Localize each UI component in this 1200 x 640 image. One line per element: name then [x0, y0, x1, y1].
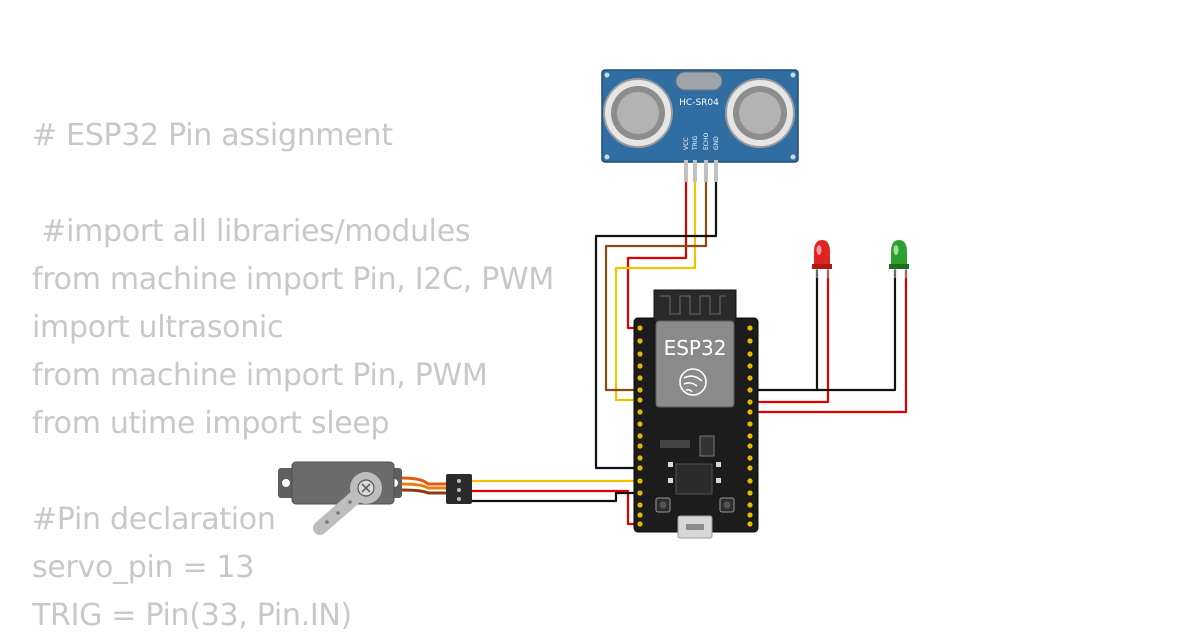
crystal-icon — [675, 71, 723, 91]
led-green[interactable] — [889, 240, 909, 278]
sensor-pin-trig-label: TRIG — [692, 135, 699, 151]
wire-vcc — [626, 160, 688, 330]
wire-servo-gnd — [472, 491, 640, 503]
sensor-pin-vcc-label: VCC — [683, 138, 690, 150]
code-editor[interactable]: # ESP32 Pin assignment #import all libra… — [32, 112, 592, 640]
esp32-board[interactable]: ESP32 — [633, 289, 759, 539]
transducer-right-icon — [725, 78, 795, 148]
transducer-left-icon — [603, 78, 673, 148]
wire-servo-power — [472, 489, 640, 526]
voltage-regulator — [699, 435, 715, 457]
wire-echo — [604, 160, 708, 392]
ultrasonic-sensor[interactable]: HC-SR04 VCC TRIG ECHO GND — [601, 69, 799, 182]
code-line: servo_pin = 13 — [32, 550, 255, 585]
sensor-pin-gnd-label: GND — [713, 136, 720, 150]
led-red[interactable] — [812, 240, 832, 278]
servo-motor[interactable] — [278, 461, 472, 535]
wire-led-red-gnd — [750, 270, 819, 392]
espressif-logo-icon — [679, 368, 707, 396]
code-line: #import all libraries/modules — [32, 214, 471, 249]
code-line: from machine import Pin, PWM — [32, 358, 488, 393]
code-line: TRIG = Pin(33, Pin.IN) — [32, 598, 352, 633]
wire-led-green-anode — [750, 270, 908, 414]
wire-led-green-gnd — [817, 270, 897, 392]
wire-trig — [614, 160, 697, 402]
board-label: ESP32 — [664, 336, 727, 360]
wifi-module — [655, 320, 735, 408]
sensor-pin-echo-label: ECHO — [703, 133, 710, 150]
usb-uart-chip — [675, 463, 713, 495]
wires — [472, 160, 908, 526]
left-pin-header — [637, 325, 643, 527]
sensor-model-label: HC-SR04 — [679, 98, 719, 108]
code-line: # ESP32 Pin assignment — [32, 118, 393, 153]
code-line: #Pin declaration — [32, 502, 276, 537]
code-line: from utime import sleep — [32, 406, 390, 441]
right-pin-header — [747, 325, 753, 527]
servo-horn-icon — [313, 472, 382, 535]
code-line: import ultrasonic — [32, 310, 284, 345]
code-line: from machine import Pin, I2C, PWM — [32, 262, 554, 297]
wire-gnd — [594, 160, 718, 470]
wire-led-red-anode — [750, 270, 830, 404]
